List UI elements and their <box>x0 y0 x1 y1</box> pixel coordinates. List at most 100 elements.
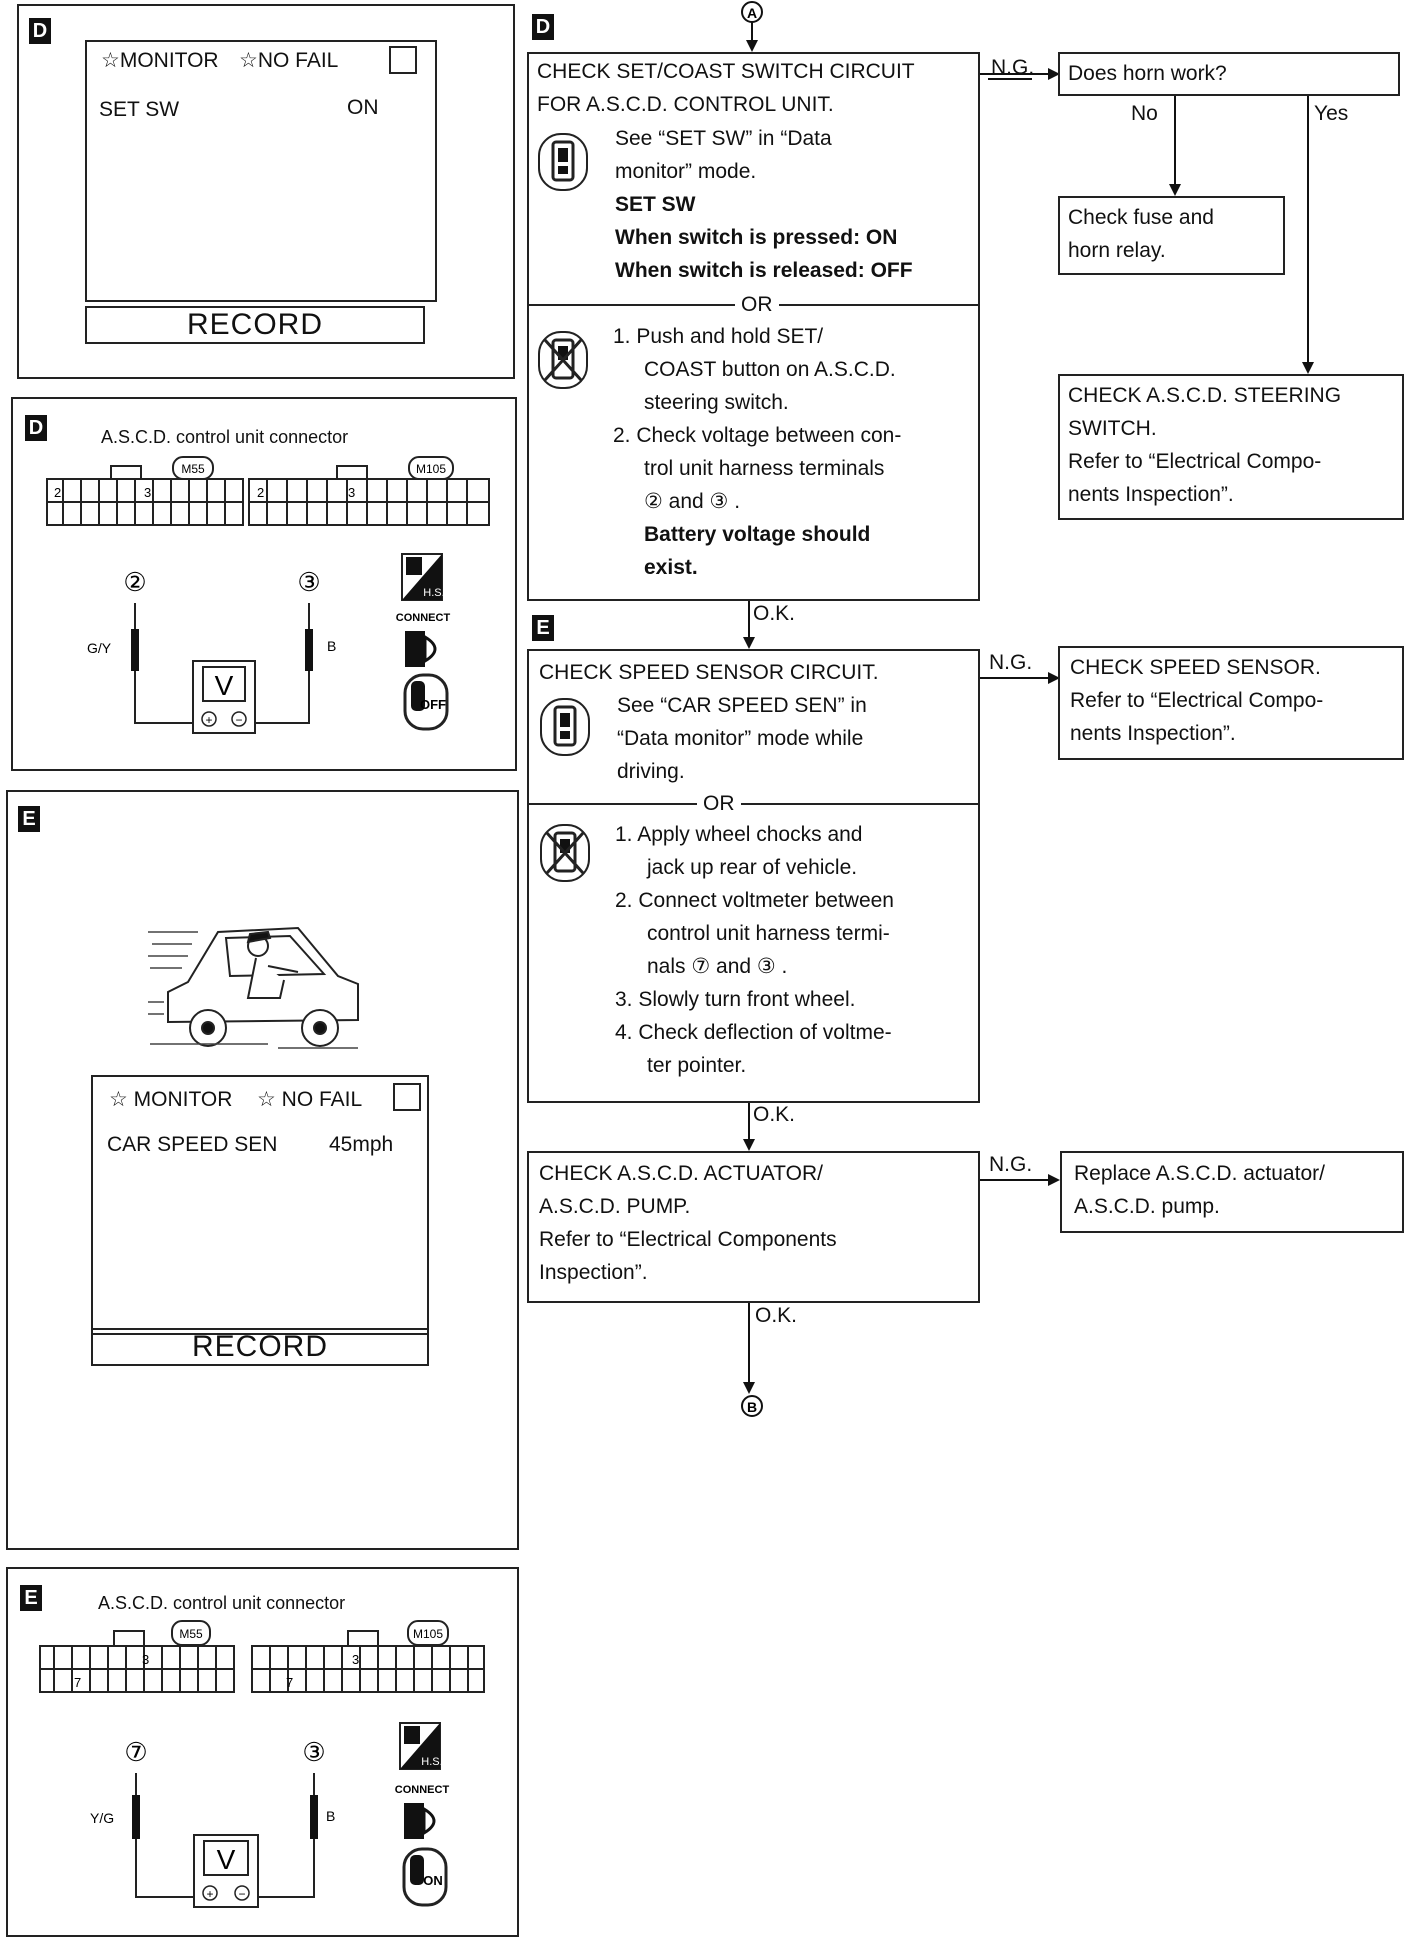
term-a2: 3 <box>144 485 151 500</box>
no-fail-label: ☆NO FAIL <box>239 49 339 72</box>
box-e-step-2a: 2. Connect voltmeter between <box>615 889 894 912</box>
box-d-step-1a: 1. Push and hold SET/ <box>613 325 824 348</box>
horn-question-box: Does horn work? <box>1058 52 1400 96</box>
box-e-step-1b: jack up rear of vehicle. <box>647 856 858 879</box>
hs-icon <box>401 553 443 601</box>
svg-text:−: − <box>235 713 242 727</box>
horn-question: Does horn work? <box>1068 62 1227 85</box>
steer-line-3: Refer to “Electrical Compo- <box>1068 450 1322 473</box>
record-button[interactable]: RECORD <box>91 1328 429 1366</box>
replace-line-2: A.S.C.D. pump. <box>1074 1195 1220 1218</box>
connector-plug-icon <box>404 1803 436 1839</box>
panel-e-connector: E A.S.C.D. control unit connector 7 3 M5… <box>6 1567 519 1937</box>
or-label: OR <box>697 787 741 821</box>
steer-line-2: SWITCH. <box>1068 417 1157 440</box>
term-b1: 2 <box>257 485 264 500</box>
connector-a-id: M55 <box>179 1627 203 1641</box>
term-b1: 7 <box>286 1675 293 1690</box>
connector-diagram-e: 7 3 M55 7 3 M105 ⑦ ③ Y/G B <box>39 1620 485 1908</box>
box-e-see-2: “Data monitor” mode while <box>617 727 864 750</box>
step-badge-e: E <box>532 615 554 641</box>
hs-icon <box>399 1722 441 1770</box>
monitor-item: SET SW <box>99 98 180 121</box>
or-divider <box>529 803 978 805</box>
ok-label-act: O.K. <box>755 1304 798 1327</box>
ignition-key-icon <box>402 1847 448 1907</box>
monitor-label: ☆ MONITOR <box>109 1088 233 1111</box>
replace-line-1: Replace A.S.C.D. actuator/ <box>1074 1162 1325 1185</box>
connector-m105 <box>248 456 490 526</box>
hs-label: H.S. <box>423 587 444 599</box>
box-d-bold-3: When switch is released: OFF <box>615 259 913 282</box>
ng-label-act: N.G. <box>989 1153 1033 1176</box>
probe-right-number: ③ <box>297 567 320 597</box>
ok-label-d: O.K. <box>753 602 796 625</box>
box-d-bold-1: SET SW <box>615 193 696 216</box>
consult-tester-icon <box>538 133 588 191</box>
wire-right-label: B <box>326 1808 335 1824</box>
steer-line-4: nents Inspection”. <box>1068 483 1234 506</box>
connector-plug-icon <box>405 631 437 667</box>
connector-b-id: M105 <box>413 1627 443 1641</box>
ng-label-e: N.G. <box>989 651 1033 674</box>
ng-underline-d <box>988 78 1032 80</box>
connector-title: A.S.C.D. control unit connector <box>101 427 349 447</box>
status-checkbox[interactable] <box>389 46 417 74</box>
record-button[interactable]: RECORD <box>85 306 425 344</box>
voltmeter-label: V <box>217 1844 236 1875</box>
monitor-label: ☆MONITOR <box>101 49 219 72</box>
monitor-item: CAR SPEED SEN <box>107 1133 278 1156</box>
step-badge-e: E <box>18 806 40 832</box>
connector-a-id: M55 <box>181 462 205 476</box>
connector-m55 <box>39 1620 235 1693</box>
status-checkbox[interactable] <box>393 1083 421 1111</box>
box-e-step-2b: control unit harness termi- <box>647 922 890 945</box>
fuse-line-2: horn relay. <box>1068 239 1166 262</box>
speed-line-2: Refer to “Electrical Compo- <box>1070 689 1324 712</box>
probe-right <box>310 1795 318 1839</box>
box-e-step-1a: 1. Apply wheel chocks and <box>615 823 863 846</box>
entry-node-label: A <box>747 5 757 21</box>
box-d-step-3a: Battery voltage should <box>644 523 871 546</box>
term-a1: 7 <box>74 1675 81 1690</box>
yes-label: Yes <box>1314 102 1349 125</box>
monitor-screen: ☆ MONITOR ☆ NO FAIL CAR SPEED SEN 45mph <box>91 1075 429 1335</box>
act-line-4: Inspection”. <box>539 1261 648 1284</box>
probe-left-number: ⑦ <box>124 1737 147 1767</box>
voltmeter-icon: + − <box>193 1834 259 1908</box>
monitor-value: ON <box>347 96 379 119</box>
step-badge-d: D <box>25 415 47 441</box>
no-tester-icon <box>540 824 590 882</box>
wire-right-label: B <box>327 638 336 654</box>
act-line-1: CHECK A.S.C.D. ACTUATOR/ <box>539 1162 823 1185</box>
connector-diagram-d: 2 3 M55 2 3 M105 ② ③ G/Y B <box>46 456 490 734</box>
probe-left <box>131 629 139 671</box>
monitor-value: 45mph <box>329 1133 394 1156</box>
box-d-see-2: monitor” mode. <box>615 160 757 183</box>
check-speed-sensor-box: CHECK SPEED SENSOR. Refer to “Electrical… <box>1058 646 1404 760</box>
steer-line-1: CHECK A.S.C.D. STEERING <box>1068 384 1342 407</box>
probe-right <box>305 629 313 671</box>
panel-d-monitor: D ☆MONITOR ☆NO FAIL SET SW ON RECORD <box>17 4 515 379</box>
consult-tester-icon <box>540 698 590 756</box>
step-badge-d: D <box>532 14 554 40</box>
wire-left-label: Y/G <box>90 1810 114 1826</box>
box-d-step-2c: ② and ③ . <box>644 490 741 513</box>
no-tester-icon <box>538 331 588 389</box>
ignition-label: OFF <box>420 697 446 712</box>
box-d-step-1c: steering switch. <box>644 391 789 414</box>
exit-node <box>741 1395 763 1417</box>
check-set-coast-box: CHECK SET/COAST SWITCH CIRCUIT FOR A.S.C… <box>527 52 980 601</box>
panel-d-connector: D A.S.C.D. control unit connector 2 3 M5… <box>11 397 517 771</box>
act-line-3: Refer to “Electrical Components <box>539 1228 837 1251</box>
no-fail-label: ☆ NO FAIL <box>257 1088 363 1111</box>
connect-label: CONNECT <box>396 612 451 624</box>
voltmeter-icon: + − <box>192 660 256 734</box>
hs-label: H.S. <box>421 1756 442 1768</box>
monitor-screen: ☆MONITOR ☆NO FAIL SET SW ON <box>85 40 437 302</box>
check-speed-sensor-circuit-box: CHECK SPEED SENSOR CIRCUIT. See “CAR SPE… <box>527 649 980 1103</box>
ignition-key-icon <box>403 673 449 731</box>
check-actuator-box: CHECK A.S.C.D. ACTUATOR/ A.S.C.D. PUMP. … <box>527 1151 980 1303</box>
voltmeter-label: V <box>215 670 234 701</box>
